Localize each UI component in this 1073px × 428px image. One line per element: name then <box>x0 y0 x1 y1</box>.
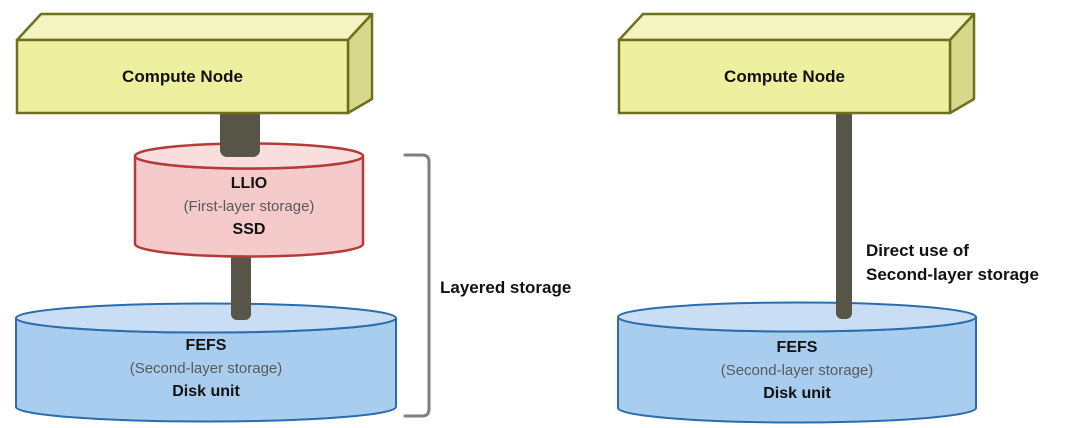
fefs-cylinder-left-top <box>15 302 397 334</box>
compute-node-box-left <box>15 12 374 115</box>
direct-use-group <box>617 12 977 424</box>
compute-node-right-top-face <box>617 12 976 42</box>
connector-llio-to-fefs <box>231 248 251 320</box>
fefs-cylinder-right-body <box>617 316 977 424</box>
fefs-cylinder-left-body <box>15 317 397 423</box>
fefs-cylinder-right-top <box>617 301 977 333</box>
connector-node-to-fefs-direct <box>836 105 852 319</box>
compute-node-left-top-face <box>15 12 374 42</box>
llio-cylinder-body <box>133 155 365 258</box>
compute-node-right-front-face <box>617 38 952 115</box>
compute-node-box-right <box>617 12 976 115</box>
layered-storage-bracket <box>403 153 431 418</box>
compute-node-left-front-face <box>15 38 350 115</box>
layered-storage-group <box>15 12 431 423</box>
